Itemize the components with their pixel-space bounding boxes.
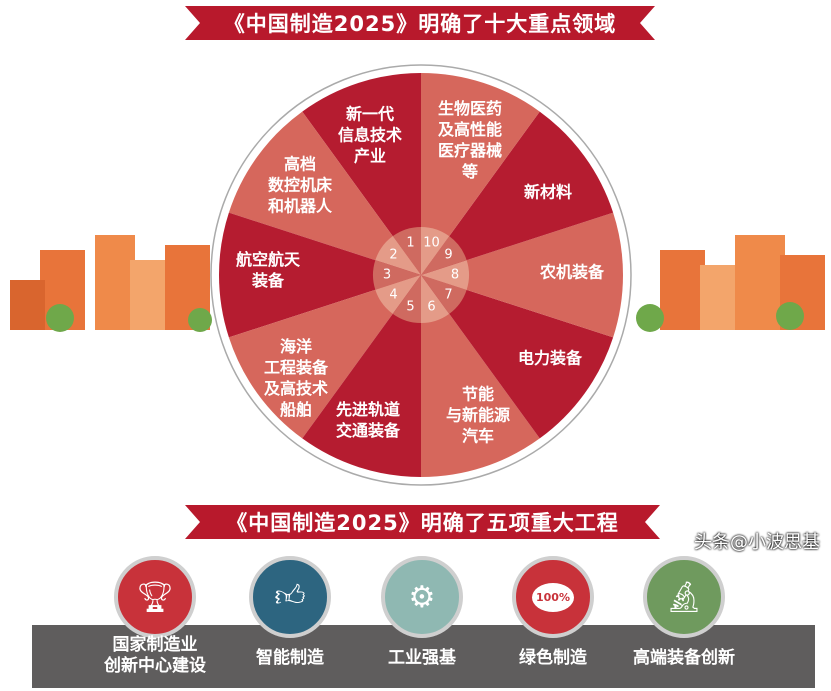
sector-label-line: 信息技术 <box>337 125 403 145</box>
badge-text: 100% <box>532 582 574 612</box>
sector-number: 3 <box>382 267 392 283</box>
sector-label: 新材料 <box>524 182 572 203</box>
city-skyline <box>10 235 825 332</box>
sector-label-line: 汽车 <box>461 426 495 446</box>
sector-number-wedge <box>392 227 421 275</box>
project-label-line: 智能制造 <box>256 648 324 668</box>
sector-number: 6 <box>427 299 436 315</box>
sector-label-line: 装备 <box>251 271 285 290</box>
trophy-icon: 🏆︎ <box>114 556 196 638</box>
sector-number-wedge <box>421 227 450 275</box>
sector-label: 节能与新能源汽车 <box>446 384 510 447</box>
sector-wedge <box>421 212 623 338</box>
project-label: 高端装备创新 <box>633 648 735 669</box>
sector-label-line: 产业 <box>353 146 387 166</box>
sector-label-line: 电力装备 <box>517 348 583 368</box>
sector-label-line: 等 <box>461 162 479 181</box>
sector-label: 先进轨道交通装备 <box>336 399 400 441</box>
sector-label-line: 交通装备 <box>335 421 401 440</box>
project-label-line: 工业强基 <box>388 648 456 668</box>
sector-label-line: 生物医药 <box>437 99 503 118</box>
top-banner-title: 《中国制造2025》明确了十大重点领域 <box>223 12 617 36</box>
sector-wedge <box>228 275 421 439</box>
bottom-banner: 《中国制造2025》明确了五项重大工程 <box>185 505 660 539</box>
sector-number-wedge <box>421 275 467 314</box>
project-label-line: 高端装备创新 <box>633 648 735 668</box>
watermark: 头条@小波思基 <box>694 532 820 553</box>
top-banner: 《中国制造2025》明确了十大重点领域 <box>185 6 655 40</box>
sector-label-line: 海洋 <box>279 337 313 356</box>
sector-number-wedge <box>421 236 467 275</box>
project-label: 工业强基 <box>388 648 456 669</box>
gear-icon: ⚙ <box>381 556 463 638</box>
sector-label-line: 数控机床 <box>267 175 333 195</box>
sector-number: 10 <box>423 235 440 251</box>
thumbs-up-icon: 👍︎ <box>249 556 331 638</box>
project-label: 绿色制造 <box>519 648 587 669</box>
sector-label: 海洋工程装备及高技术船舶 <box>264 336 328 420</box>
sector-label-line: 农机装备 <box>539 262 605 282</box>
sector-number: 7 <box>444 287 453 303</box>
sector-number: 8 <box>450 267 460 283</box>
sector-number: 1 <box>406 235 415 251</box>
sector-label-line: 高档 <box>283 154 317 174</box>
sector-wedge <box>228 111 421 275</box>
project-label: 国家制造业创新中心建设 <box>104 635 206 677</box>
sector-label: 生物医药及高性能医疗器械等 <box>438 98 502 182</box>
project-label-line: 创新中心建设 <box>104 656 206 676</box>
project-label: 智能制造 <box>256 648 324 669</box>
project-label-line: 绿色制造 <box>519 648 587 668</box>
badge-100-icon: 100% <box>512 556 594 638</box>
sector-label: 农机装备 <box>540 262 604 283</box>
microscope-icon: 🔬︎ <box>643 556 725 638</box>
sector-label: 新一代信息技术产业 <box>338 104 402 167</box>
ten-sectors-wheel <box>210 64 632 486</box>
sector-number-wedge <box>373 260 421 290</box>
sector-label: 航空航天装备 <box>236 249 300 291</box>
sector-number-wedge <box>375 236 421 275</box>
sector-wedge <box>421 275 540 477</box>
sector-label-line: 医疗器械 <box>437 141 503 160</box>
sector-wedge <box>302 73 421 275</box>
sector-number-wedge <box>421 275 450 323</box>
sector-label-line: 与新能源 <box>445 405 511 425</box>
sector-wedge <box>219 212 421 338</box>
sector-number: 4 <box>389 287 398 303</box>
bottom-banner-title: 《中国制造2025》明确了五项重大工程 <box>226 511 619 535</box>
sector-label-line: 及高性能 <box>437 120 503 139</box>
sector-wedge <box>421 73 540 275</box>
sector-label-line: 先进轨道 <box>335 400 401 419</box>
sector-number-wedge <box>421 260 470 290</box>
sector-wedge <box>421 111 614 275</box>
sector-number-wedge <box>392 275 421 323</box>
sector-label-line: 及高技术 <box>263 379 329 398</box>
sector-label-line: 节能 <box>461 384 495 404</box>
sector-wedge <box>421 275 614 439</box>
sector-label-line: 新一代 <box>345 104 395 124</box>
sector-label-line: 工程装备 <box>263 358 329 377</box>
sector-label: 高档数控机床和机器人 <box>268 154 332 217</box>
sector-label-line: 航空航天 <box>235 250 301 269</box>
sector-number: 2 <box>389 247 398 263</box>
sector-label: 电力装备 <box>518 348 582 369</box>
project-label-line: 国家制造业 <box>112 635 198 655</box>
sector-number: 5 <box>406 299 415 315</box>
sector-number: 9 <box>444 247 453 263</box>
sector-number-wedge <box>375 275 421 314</box>
sector-label-line: 和机器人 <box>267 196 333 216</box>
sector-label-line: 新材料 <box>523 182 573 202</box>
sector-wedge <box>302 275 421 477</box>
sector-label-line: 船舶 <box>279 400 313 419</box>
